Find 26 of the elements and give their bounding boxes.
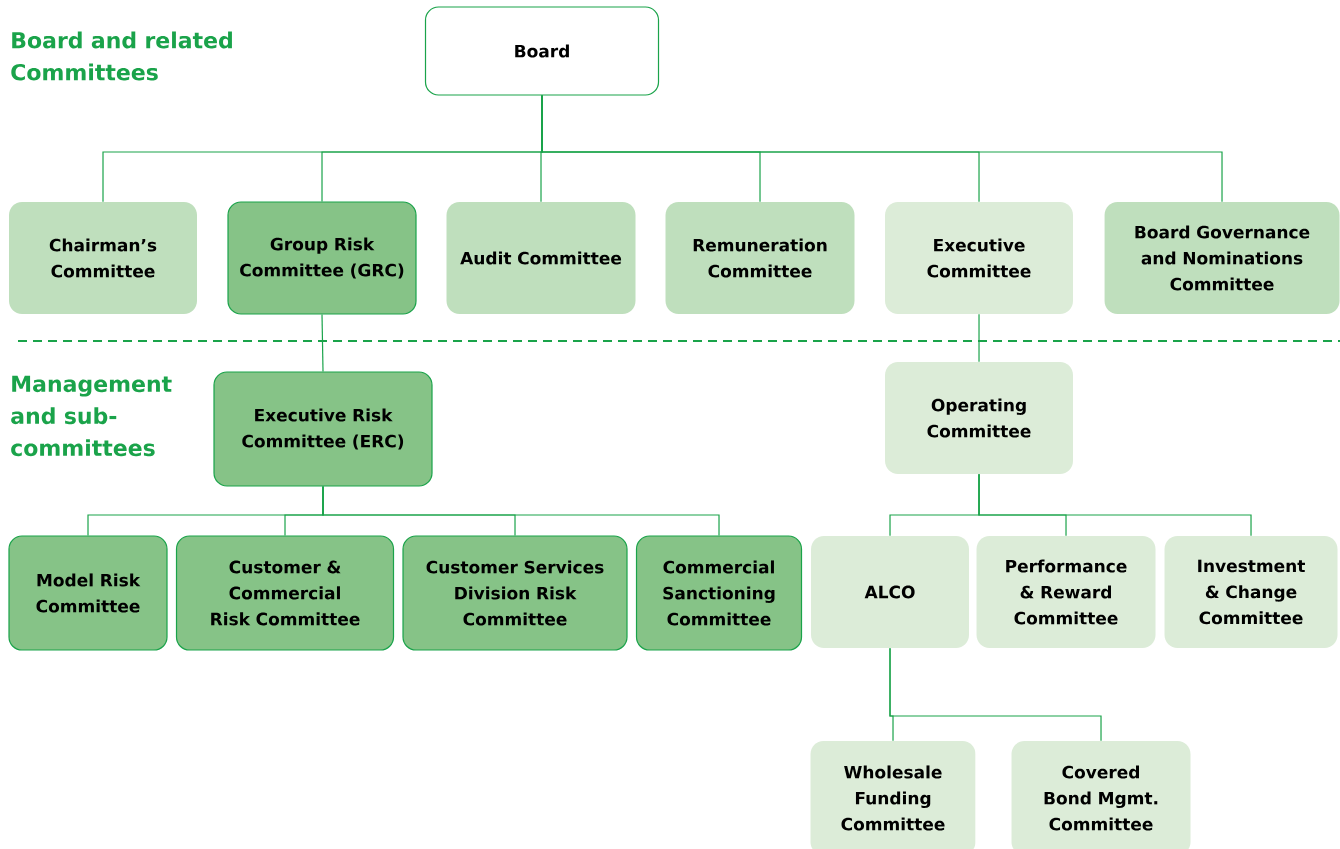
- connector-line: [978, 473, 1252, 537]
- connector-line: [889, 647, 1102, 742]
- committee-box: Wholesale Funding Committee: [810, 741, 976, 849]
- committee-box: Remuneration Committee: [665, 202, 855, 314]
- connector-line: [978, 313, 980, 363]
- committee-box: Customer Services Division Risk Committee: [402, 535, 628, 651]
- section-heading: Board and related Committees: [11, 31, 232, 81]
- committee-box: Commercial Sanctioning Committee: [635, 535, 803, 651]
- committee-box: Executive Committee: [885, 202, 1073, 314]
- connector-line: [321, 314, 324, 372]
- board-box: Board: [424, 6, 660, 96]
- connector-line: [322, 486, 720, 536]
- committee-box: Group Risk Committee (GRC): [227, 201, 417, 315]
- committee-box: Executive Risk Committee (ERC): [213, 371, 433, 487]
- committee-box: Operating Committee: [885, 362, 1073, 474]
- committee-box: Investment & Change Committee: [1164, 536, 1338, 648]
- committee-box: Audit Committee: [446, 202, 636, 314]
- committee-box: ALCO: [811, 536, 969, 648]
- committee-box: Model Risk Committee: [8, 535, 168, 651]
- committee-box: Customer & Commercial Risk Committee: [175, 535, 395, 651]
- committee-box: Covered Bond Mgmt. Committee: [1011, 741, 1191, 849]
- committee-box: Chairman’s Committee: [9, 202, 197, 314]
- committee-box: Board Governance and Nominations Committee: [1104, 202, 1340, 314]
- connector-line: [541, 95, 1223, 203]
- committee-box: Performance & Reward Committee: [976, 536, 1156, 648]
- section-heading: Management and sub-committees: [11, 375, 172, 457]
